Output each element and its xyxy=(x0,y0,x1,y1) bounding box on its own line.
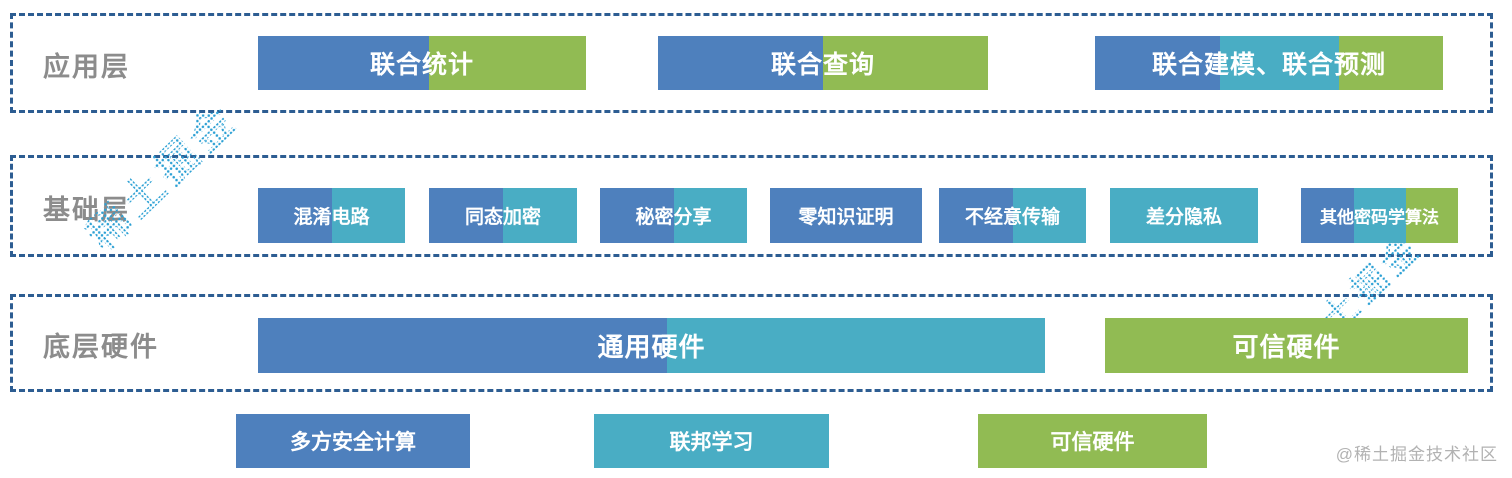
bar-label: 联合统计 xyxy=(369,51,474,79)
tee-segment xyxy=(823,36,988,90)
bar-segments xyxy=(1301,188,1458,243)
legend-mpc: 多方安全计算 xyxy=(236,414,470,468)
bar-segments xyxy=(658,36,988,90)
bar-other-crypto-algorithms: 其他密码学算法 xyxy=(1301,188,1458,243)
bar-oblivious-transfer: 不经意传输 xyxy=(939,188,1086,243)
bar-segments xyxy=(1105,318,1468,373)
mpc-segment xyxy=(258,318,668,373)
mpc-segment xyxy=(600,188,674,243)
bar-joint-modeling-prediction: 联合建模、联合预测 xyxy=(1095,36,1443,90)
legend-trusted-hardware: 可信硬件 xyxy=(978,414,1207,468)
bar-segments xyxy=(1110,188,1258,243)
fl-segment xyxy=(1354,188,1407,243)
tee-segment xyxy=(1105,318,1468,373)
tee-segment xyxy=(428,36,586,90)
layer-hardware: 底层硬件 xyxy=(10,294,1493,392)
bar-label: 秘密分享 xyxy=(635,207,712,228)
bar-label: 其他密码学算法 xyxy=(1320,208,1439,227)
bar-segments xyxy=(258,188,405,243)
bar-joint-statistics: 联合统计 xyxy=(258,36,586,90)
bar-label: 通用硬件 xyxy=(597,332,706,362)
legend-label: 可信硬件 xyxy=(1050,431,1135,454)
tee-segment xyxy=(1338,36,1443,90)
mpc-segment xyxy=(658,36,823,90)
bar-differential-privacy: 差分隐私 xyxy=(1110,188,1258,243)
fl-segment xyxy=(503,188,577,243)
mpc-segment xyxy=(770,188,922,243)
mpc-segment xyxy=(258,188,332,243)
bar-zero-knowledge-proof: 零知识证明 xyxy=(770,188,922,243)
bar-label: 联合查询 xyxy=(770,51,875,79)
bar-segments xyxy=(1095,36,1443,90)
bar-label: 混淆电路 xyxy=(293,207,370,228)
bar-segments xyxy=(258,318,1045,373)
bar-joint-query: 联合查询 xyxy=(658,36,988,90)
mpc-segment xyxy=(1301,188,1355,243)
bar-segments xyxy=(258,36,586,90)
mpc-segment xyxy=(1095,36,1221,90)
bar-secret-sharing: 秘密分享 xyxy=(600,188,747,243)
layer-foundation: 基础层 xyxy=(10,155,1493,257)
layer-label-foundation: 基础层 xyxy=(43,195,130,226)
bar-label: 不经意传输 xyxy=(964,207,1060,228)
layer-label-application: 应用层 xyxy=(43,52,130,83)
legend-label: 联邦学习 xyxy=(669,431,754,454)
bar-segments xyxy=(429,188,577,243)
mpc-segment xyxy=(258,36,429,90)
bar-homomorphic-encryption: 同态加密 xyxy=(429,188,577,243)
mpc-segment xyxy=(429,188,503,243)
fl-segment xyxy=(1220,36,1339,90)
bar-segments xyxy=(770,188,922,243)
bar-trusted-hardware: 可信硬件 xyxy=(1105,318,1468,373)
bar-garbled-circuit: 混淆电路 xyxy=(258,188,405,243)
bar-general-hardware: 通用硬件 xyxy=(258,318,1045,373)
legend-label: 多方安全计算 xyxy=(290,431,416,454)
fl-segment xyxy=(1012,188,1086,243)
bar-label: 联合建模、联合预测 xyxy=(1151,51,1386,79)
bar-label: 同态加密 xyxy=(464,207,541,228)
legend-federated-learning: 联邦学习 xyxy=(594,414,829,468)
bar-segments xyxy=(600,188,747,243)
fl-segment xyxy=(1110,188,1258,243)
bar-label: 可信硬件 xyxy=(1232,332,1341,362)
mpc-segment xyxy=(939,188,1013,243)
bar-label: 差分隐私 xyxy=(1145,207,1222,228)
layer-label-hardware: 底层硬件 xyxy=(43,332,159,363)
fl-segment xyxy=(667,318,1045,373)
fl-segment xyxy=(673,188,747,243)
bar-label: 零知识证明 xyxy=(798,207,894,228)
layer-application: 应用层 xyxy=(10,13,1493,113)
credit-watermark: @稀土掘金技术社区 xyxy=(1335,445,1498,464)
fl-segment xyxy=(331,188,405,243)
bar-segments xyxy=(939,188,1086,243)
tee-segment xyxy=(1406,188,1458,243)
